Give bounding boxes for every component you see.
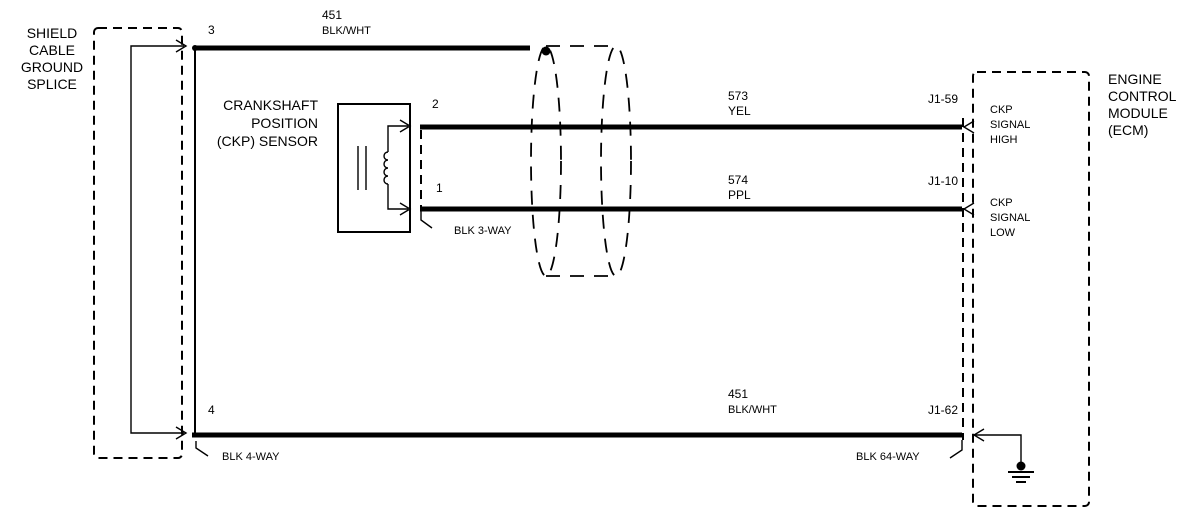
splice-arrow-top (175, 39, 188, 53)
ecm-label-line-1: ENGINE (1108, 71, 1162, 87)
ecm-connector-label: BLK 64-WAY (856, 451, 920, 463)
wire-bottom-color: BLK/WHT (728, 404, 777, 416)
wire-yel-circuit: 573 (728, 89, 748, 103)
wire-yel-color: YEL (728, 104, 751, 118)
ckp-sensor-label-line-2: POSITION (251, 115, 318, 131)
splice-connector-leader (195, 441, 209, 457)
ecm-ground-wire (974, 434, 1022, 464)
shield-splice-label-line-4: SPLICE (27, 76, 77, 92)
sensor-arrow-pin-2 (399, 119, 412, 133)
ckp-sensor-box (337, 103, 411, 233)
wire-bottom-circuit: 451 (728, 387, 748, 401)
wire-ppl-circuit: 574 (728, 173, 748, 187)
pin-1-label: 1 (436, 181, 443, 195)
shield-splice-label: SHIELD CABLE GROUND SPLICE (21, 25, 83, 92)
ecm-box (972, 71, 1090, 507)
splice-arrow-bottom (175, 426, 188, 440)
shield-splice-label-line-3: GROUND (21, 59, 83, 75)
pin-4-label: 4 (208, 403, 215, 417)
ckp-sensor-label: CRANKSHAFT POSITION (CKP) SENSOR (217, 97, 319, 149)
wire-ppl-color: PPL (728, 188, 751, 202)
ckp-signal-low-line-1: CKP (990, 197, 1013, 209)
ckp-signal-low-line-3: LOW (990, 227, 1016, 239)
ecm-label-line-2: CONTROL (1108, 88, 1177, 104)
ecm-connector-leader (949, 440, 963, 459)
ckp-sensor-label-line-3: (CKP) SENSOR (217, 133, 318, 149)
cable-shield-left (530, 45, 562, 277)
ckp-signal-high-line-2: SIGNAL (990, 119, 1030, 131)
shield-splice-label-line-1: SHIELD (27, 25, 78, 41)
ecm-input-arrow-high (962, 120, 975, 134)
sensor-connector-leader (420, 210, 433, 229)
sensor-arrow-pin-1 (399, 202, 412, 216)
ecm-label: ENGINE CONTROL MODULE (ECM) (1108, 71, 1177, 138)
ecm-label-line-4: (ECM) (1108, 122, 1148, 138)
splice-internal-link (130, 45, 184, 434)
wire-top-color: BLK/WHT (322, 25, 371, 37)
ckp-signal-high-label: CKP SIGNAL HIGH (990, 104, 1030, 146)
splice-connector-label: BLK 4-WAY (222, 451, 280, 463)
ecm-ground-dot (1016, 461, 1026, 471)
ecm-input-arrow-low (962, 202, 975, 216)
ecm-pin-j1-62: J1-62 (928, 403, 958, 417)
ckp-sensor-label-line-1: CRANKSHAFT (223, 97, 318, 113)
shield-splice-label-line-2: CABLE (29, 42, 75, 58)
ground-icon (1008, 471, 1034, 483)
ecm-label-line-3: MODULE (1108, 105, 1168, 121)
shield-splice-box (93, 27, 183, 459)
ckp-signal-low-label: CKP SIGNAL LOW (990, 197, 1030, 239)
ckp-signal-high-line-3: HIGH (990, 134, 1018, 146)
ecm-pin-j1-10: J1-10 (928, 174, 958, 188)
ckp-signal-high-line-1: CKP (990, 104, 1013, 116)
pin-2-label: 2 (432, 97, 439, 111)
ckp-signal-low-line-2: SIGNAL (990, 212, 1030, 224)
pin-3-label: 3 (208, 23, 215, 37)
ecm-pin-j1-59: J1-59 (928, 92, 958, 106)
sensor-coil-icon (383, 151, 389, 185)
cable-shield (530, 45, 632, 277)
sensor-connector-label: BLK 3-WAY (454, 225, 512, 237)
sensor-coil-lead (387, 125, 408, 210)
wire-top-circuit: 451 (322, 8, 342, 22)
cable-shield-right (600, 45, 632, 277)
